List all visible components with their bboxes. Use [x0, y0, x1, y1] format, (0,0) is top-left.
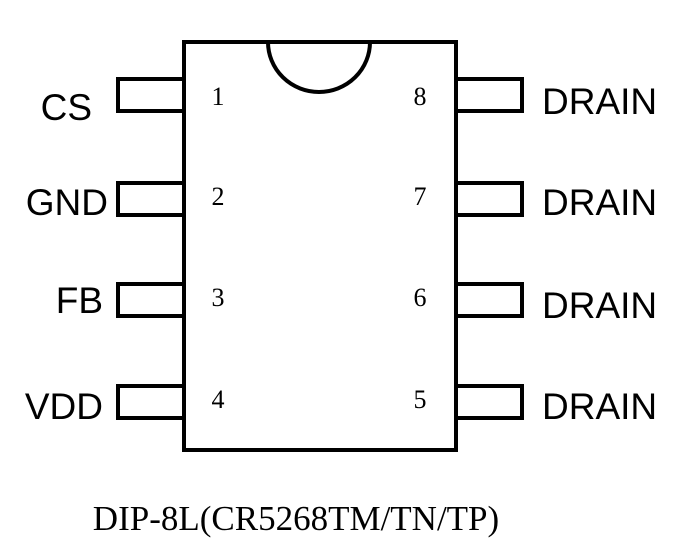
pin-lead-1	[116, 77, 186, 113]
pin-label-8: DRAIN	[542, 81, 657, 122]
pin-number-5: 5	[414, 385, 427, 414]
pin-number-6: 6	[414, 283, 427, 312]
pin-number-8: 8	[414, 82, 427, 111]
pin-number-2: 2	[212, 182, 225, 211]
pin1-notch	[266, 41, 372, 94]
pin-number-3: 3	[212, 283, 225, 312]
package-caption: DIP-8L(CR5268TM/TN/TP)	[93, 499, 499, 538]
pin-label-1: CS	[41, 87, 92, 128]
pin-label-4: VDD	[25, 386, 103, 427]
pin-lead-7	[454, 181, 524, 217]
pin-lead-4	[116, 384, 186, 420]
pin-lead-6	[454, 282, 524, 318]
pin-label-5: DRAIN	[542, 386, 657, 427]
pin-lead-2	[116, 181, 186, 217]
ic-package-body	[182, 40, 458, 452]
pin-lead-8	[454, 77, 524, 113]
pin-label-2: GND	[26, 182, 108, 223]
pin-label-3: FB	[56, 280, 103, 321]
pin-number-1: 1	[212, 82, 225, 111]
pin-lead-5	[454, 384, 524, 420]
pin-label-7: DRAIN	[542, 182, 657, 223]
pin-number-4: 4	[212, 385, 225, 414]
pin-number-7: 7	[414, 182, 427, 211]
pin-label-6: DRAIN	[542, 285, 657, 326]
pin-lead-3	[116, 282, 186, 318]
